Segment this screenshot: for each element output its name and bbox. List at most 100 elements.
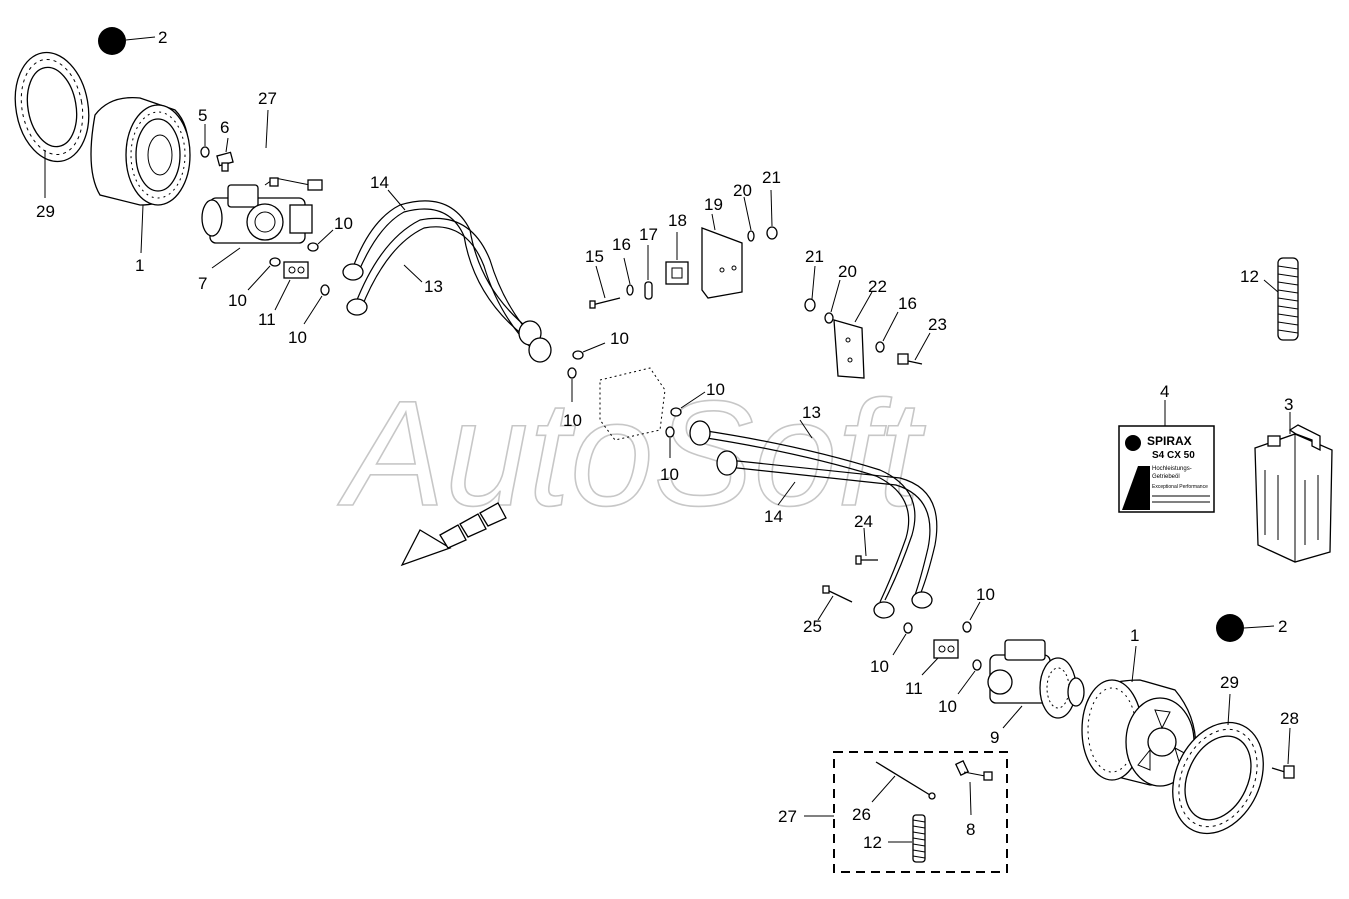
callout-26: 26 [852, 805, 871, 824]
callout-24: 24 [854, 512, 873, 531]
callout-28: 28 [1280, 709, 1299, 728]
oil-label-line2: Getriebeöl [1152, 474, 1180, 480]
callout-16-a: 16 [612, 235, 631, 254]
nut-21-a [766, 226, 778, 240]
callout-3: 3 [1284, 395, 1293, 414]
callout-2-bottom: 2 [1278, 617, 1287, 636]
callout-25: 25 [803, 617, 822, 636]
oil-label-line1: Hochleistungs- [1152, 466, 1192, 472]
hose-assembly-bottom [689, 420, 938, 619]
ring-gear-29-top [14, 51, 90, 163]
callout-27-top: 27 [258, 89, 277, 108]
o-ring-10-b [269, 257, 281, 267]
callout-10-b: 10 [228, 291, 247, 310]
callout-23: 23 [928, 315, 947, 334]
spacer-17 [644, 281, 653, 300]
o-ring-10-a [307, 242, 319, 252]
oil-label-brand: SPIRAX [1147, 434, 1192, 448]
callout-18: 18 [668, 211, 687, 230]
o-ring-10-c [320, 284, 330, 296]
washer-20-a [747, 230, 755, 242]
callout-1-bottom: 1 [1130, 626, 1139, 645]
washer-16-b [875, 341, 885, 353]
callout-10-h: 10 [976, 585, 995, 604]
oil-label-grade: S4 CX 50 [1152, 450, 1195, 461]
cable-tie-26 [875, 761, 936, 800]
watermark-text: AutoSoft [337, 369, 926, 537]
callout-10-e: 10 [563, 411, 582, 430]
callout-1-top: 1 [135, 256, 144, 275]
callout-10-d: 10 [610, 329, 629, 348]
o-ring-10-g [665, 426, 675, 438]
washer-5 [200, 146, 210, 158]
oil-label-4: SPIRAX S4 CX 50 Hochleistungs- Getriebeö… [1118, 425, 1215, 513]
valve-block-11-bottom [933, 639, 959, 659]
oil-label-line3: Exceptional Performance [1152, 484, 1208, 490]
washer-20-b [824, 312, 834, 324]
bolt-25 [822, 585, 853, 603]
callout-16-b: 16 [898, 294, 917, 313]
callout-10-i: 10 [870, 657, 889, 676]
o-ring-10-e [567, 367, 577, 379]
final-drive-1-top [90, 96, 191, 206]
callout-21-a: 21 [762, 168, 781, 187]
callout-22: 22 [868, 277, 887, 296]
kit-27-box [833, 751, 1008, 873]
callout-6: 6 [220, 118, 229, 137]
callout-7: 7 [198, 274, 207, 293]
bolt-23 [897, 353, 923, 365]
pin-24 [855, 555, 878, 565]
callout-10-g: 10 [660, 465, 679, 484]
callout-8: 8 [966, 820, 975, 839]
bolt-15 [589, 297, 621, 309]
callout-17: 17 [639, 225, 658, 244]
ring-gear-29-bottom [1172, 721, 1264, 835]
callout-21-b: 21 [805, 247, 824, 266]
spring-12-kit [912, 814, 926, 863]
callout-11-top: 11 [258, 310, 276, 329]
hydraulic-motor-7 [201, 184, 313, 244]
o-ring-10-d [572, 350, 584, 360]
bolt-6 [216, 151, 234, 172]
callout-2-top: 2 [158, 28, 167, 47]
callout-29-bottom: 29 [1220, 673, 1239, 692]
callout-9: 9 [990, 728, 999, 747]
callout-13-bottom: 13 [802, 403, 821, 422]
bracket-22 [833, 319, 865, 379]
o-ring-10-f [670, 407, 682, 417]
o-ring-10-h [962, 621, 972, 633]
callout-10-a: 10 [334, 214, 353, 233]
callout-19: 19 [704, 195, 723, 214]
bolt-28 [1271, 765, 1295, 779]
callout-14-bottom: 14 [764, 507, 783, 526]
frame-reference-ghost [599, 367, 666, 441]
final-drive-1-bottom [1081, 679, 1197, 787]
valve-block-11-top [283, 261, 309, 279]
washer-16-a [626, 284, 634, 296]
callout-20-a: 20 [733, 181, 752, 200]
callout-13-top: 13 [424, 277, 443, 296]
speed-sensor-8 [954, 760, 993, 781]
o-ring-10-j [972, 659, 982, 671]
callout-14-top: 14 [370, 173, 389, 192]
bullet-2-top [98, 27, 126, 55]
direction-arrow [400, 502, 507, 567]
callout-5: 5 [198, 106, 207, 125]
callout-10-j: 10 [938, 697, 957, 716]
callout-4: 4 [1160, 382, 1169, 401]
hydraulic-motor-9 [987, 639, 1085, 719]
callout-20-b: 20 [838, 262, 857, 281]
bracket-19 [701, 227, 743, 299]
nut-21-b [804, 298, 816, 312]
o-ring-10-i [903, 622, 913, 634]
clamp-18 [665, 261, 689, 285]
callout-27-bottom: 27 [778, 807, 797, 826]
bullet-2-bottom [1216, 614, 1244, 642]
callout-15: 15 [585, 247, 604, 266]
callout-12-right: 12 [1240, 267, 1259, 286]
callout-10-f: 10 [706, 380, 725, 399]
hose-assembly-top [342, 200, 552, 363]
oil-canister-3 [1254, 424, 1333, 563]
callout-29-top: 29 [36, 202, 55, 221]
